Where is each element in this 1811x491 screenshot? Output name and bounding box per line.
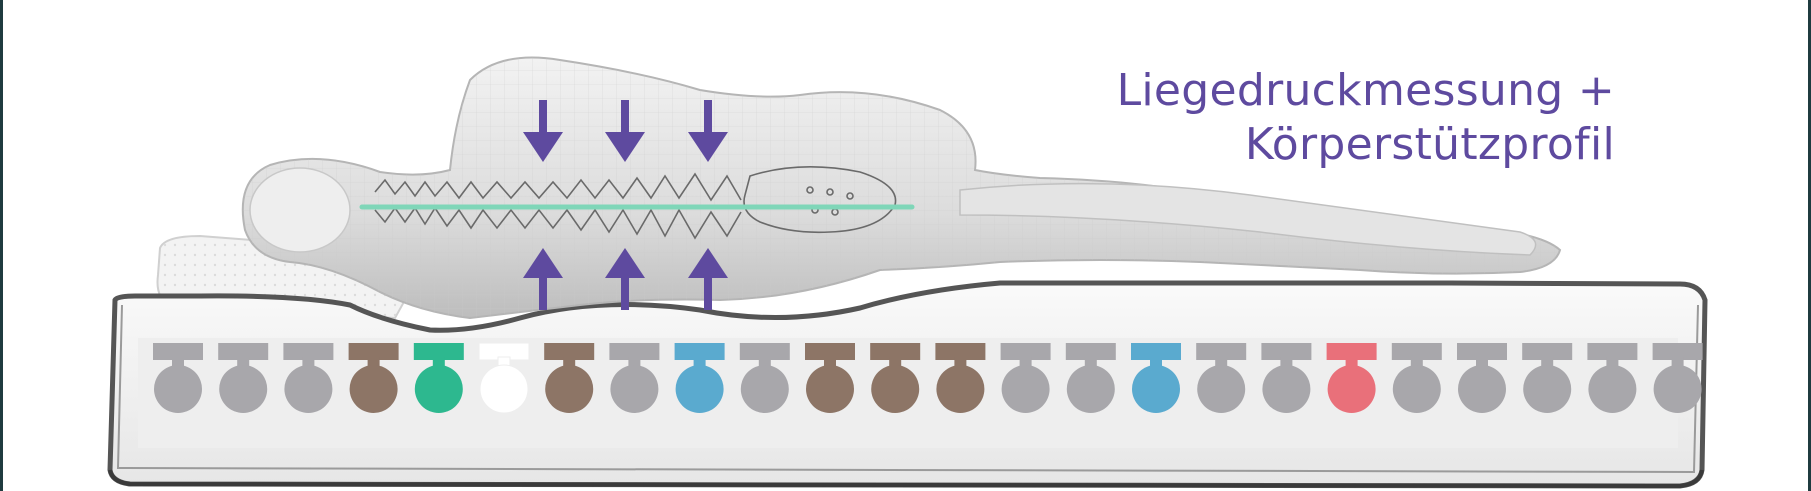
spring-brown xyxy=(935,343,985,413)
spring-white xyxy=(479,343,529,413)
spring-gray xyxy=(1587,343,1637,413)
spring-brown xyxy=(544,343,594,413)
spring-red xyxy=(1327,343,1377,413)
spring-gray xyxy=(1066,343,1116,413)
spring-gray xyxy=(283,343,333,413)
spring-gray xyxy=(1196,343,1246,413)
spring-blue xyxy=(675,343,725,413)
spring-green xyxy=(414,343,464,413)
spring-gray xyxy=(1001,343,1051,413)
caption-line-1: Liegedruckmessung + xyxy=(1117,64,1615,118)
spring-gray xyxy=(153,343,203,413)
spring-brown xyxy=(870,343,920,413)
spring-gray xyxy=(1392,343,1442,413)
spring-gray xyxy=(1653,343,1703,413)
spring-gray xyxy=(1522,343,1572,413)
spring-gray xyxy=(740,343,790,413)
spring-brown xyxy=(805,343,855,413)
spring-gray xyxy=(609,343,659,413)
spring-brown xyxy=(349,343,399,413)
caption-line-2: Körperstützprofil xyxy=(1117,118,1615,172)
spring-gray xyxy=(218,343,268,413)
caption: Liegedruckmessung + Körperstützprofil xyxy=(1117,64,1615,172)
spring-blue xyxy=(1131,343,1181,413)
spring-gray xyxy=(1261,343,1311,413)
spring-gray xyxy=(1457,343,1507,413)
